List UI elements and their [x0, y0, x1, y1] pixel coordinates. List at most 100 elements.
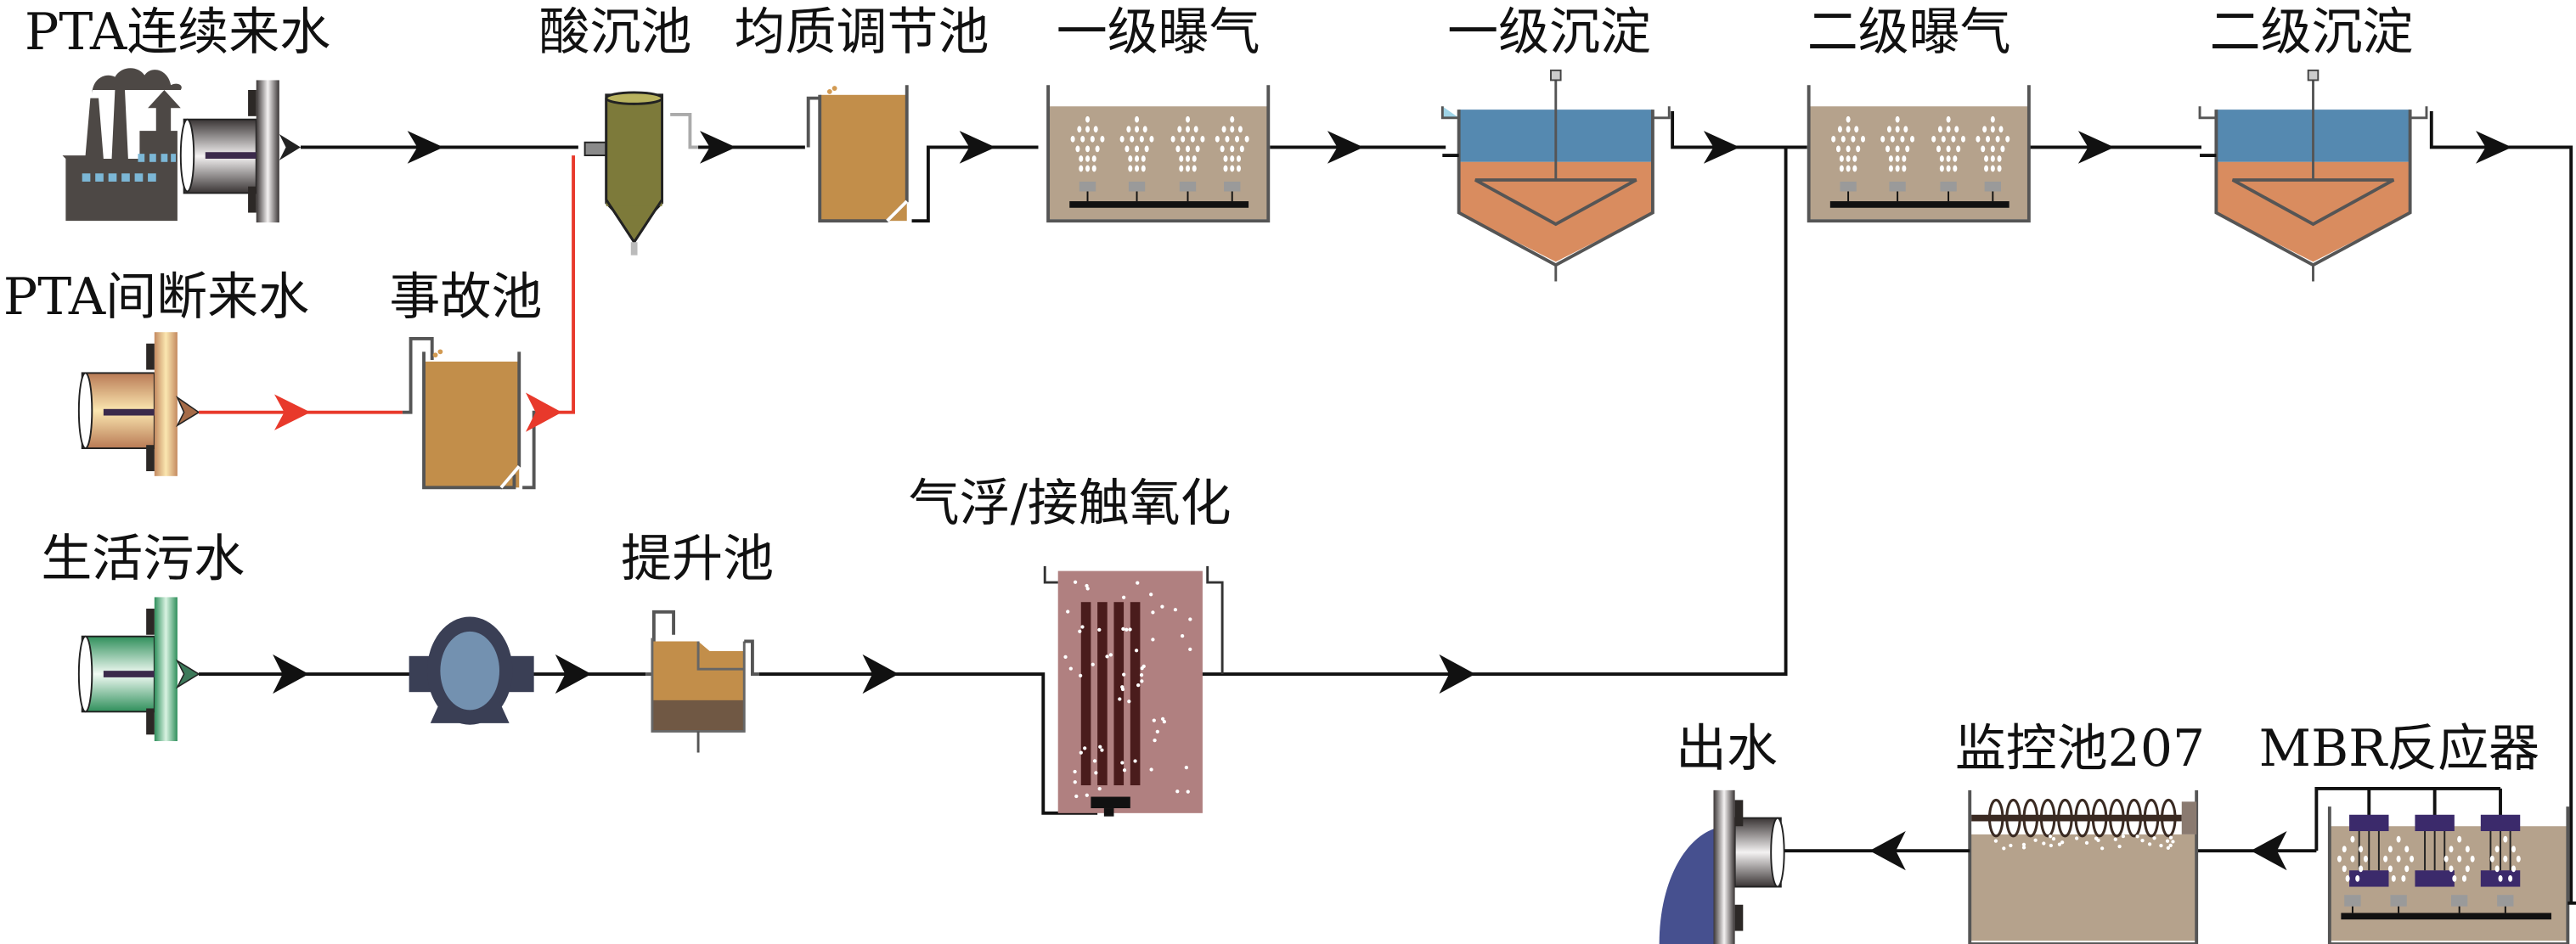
air-bubble	[1151, 638, 1155, 642]
air-bubble	[1956, 145, 1961, 153]
aeration-coil	[2143, 798, 2160, 838]
air-bubble	[1185, 126, 1191, 133]
air-bubble	[1085, 587, 1090, 591]
air-bubble	[1128, 627, 1132, 632]
air-bubble	[1188, 617, 1192, 621]
mbr-bubbles	[2336, 835, 2521, 913]
aeration-tank-2	[1807, 85, 2031, 223]
air-bubble	[1990, 155, 1995, 162]
air-bubble	[1998, 126, 2004, 133]
air-bubble	[1886, 126, 1891, 133]
air-bubble	[1939, 155, 1944, 162]
label-pta-continuous: PTA连续来水	[25, 3, 330, 62]
air-bubble	[1091, 155, 1096, 162]
air-bubble	[2057, 842, 2062, 846]
air-bubble	[1073, 580, 1078, 584]
air-bubble	[1122, 672, 1126, 677]
air-bubble	[2457, 835, 2462, 843]
air-bubble	[2147, 842, 2152, 846]
air-bubble	[2410, 855, 2415, 863]
air-bubble	[1136, 683, 1141, 688]
air-bubble	[1135, 126, 1140, 133]
air-bubble	[1851, 135, 1856, 143]
air-bubble	[1990, 165, 1995, 172]
monitoring-aeration-coils	[1987, 798, 2177, 851]
air-bubble	[1852, 165, 1857, 172]
air-bubble	[1852, 155, 1857, 162]
air-bubble	[1910, 135, 1915, 143]
air-bubble	[1946, 115, 1951, 123]
air-bubble	[2096, 838, 2100, 843]
air-bubble	[1079, 750, 1083, 755]
air-bubble	[2355, 875, 2360, 882]
air-bubble	[2516, 855, 2521, 863]
air-bubble	[1066, 610, 1070, 614]
diffuser-head	[1128, 181, 1146, 192]
air-bubble	[1135, 165, 1140, 172]
air-bubble	[1936, 145, 1942, 153]
air-bubble	[2100, 846, 2105, 851]
aeration-coil	[2039, 798, 2056, 838]
air-bubble	[1153, 738, 1157, 743]
air-bubble	[2457, 855, 2462, 863]
diffuser-head	[2450, 895, 2468, 907]
air-bubble	[2165, 839, 2170, 843]
label-accident-pool: 事故池	[389, 267, 542, 327]
label-flotation-contact-oxidation: 气浮/接触氧化	[909, 474, 1232, 533]
air-bubble	[2171, 840, 2175, 844]
arrow-right-icon	[700, 131, 736, 164]
air-bubble	[1236, 165, 1241, 172]
aeration-coil	[2074, 798, 2091, 838]
air-bubble	[2345, 875, 2350, 882]
aeration-coil	[2005, 798, 2021, 838]
air-bubble	[1149, 767, 1153, 772]
air-bubble	[1220, 145, 1225, 153]
air-bubble	[1880, 135, 1885, 143]
air-bubble	[2342, 865, 2347, 873]
air-bubble	[2396, 855, 2401, 863]
label-effluent: 出水	[1676, 719, 1778, 778]
air-bubble	[2452, 875, 2457, 882]
diffuser-head	[2344, 895, 2361, 907]
air-bubble	[1120, 761, 1125, 765]
air-bubble	[2033, 838, 2038, 842]
air-bubble	[1230, 145, 1235, 153]
air-bubble	[1085, 126, 1091, 133]
air-bubble	[1840, 135, 1846, 143]
air-bubble	[1090, 135, 1095, 143]
air-bubble	[1079, 165, 1084, 172]
air-bubble	[2461, 875, 2466, 882]
air-bubble	[1085, 583, 1089, 588]
air-bubble	[1230, 155, 1235, 162]
air-bubble	[2166, 846, 2170, 850]
air-bubble	[2042, 841, 2046, 846]
air-bubble	[2387, 846, 2393, 853]
air-bubble	[1122, 768, 1127, 773]
air-bubble	[2470, 855, 2475, 863]
air-bubble	[2021, 842, 2026, 847]
air-bubble	[2075, 836, 2079, 840]
air-bubble	[1170, 135, 1175, 143]
air-bubble	[1181, 135, 1186, 143]
air-bubble	[1135, 115, 1140, 123]
aeration-coil	[2057, 798, 2073, 838]
air-bubble	[1990, 115, 1995, 123]
flotation-contact-oxidation-tank	[1043, 565, 1224, 817]
air-bubble	[1120, 685, 1125, 689]
aeration-diffusers-1	[1070, 115, 1249, 202]
diffuser-head	[1984, 181, 2001, 192]
air-bubble	[2051, 837, 2056, 841]
air-bubble	[1835, 145, 1841, 153]
air-bubble	[2009, 843, 2013, 848]
air-bubble	[2503, 855, 2508, 863]
air-bubble	[1185, 115, 1191, 123]
air-bubble	[1155, 729, 1159, 733]
air-bubble	[1193, 126, 1198, 133]
air-bubble	[2449, 846, 2454, 853]
air-bubble	[1121, 595, 1126, 599]
air-bubble	[1236, 155, 1241, 162]
air-bubble	[2048, 834, 2053, 839]
air-bubble	[1953, 165, 1958, 172]
air-bubble	[1984, 165, 1989, 172]
label-monitoring-pool: 监控池207	[1955, 719, 2205, 778]
